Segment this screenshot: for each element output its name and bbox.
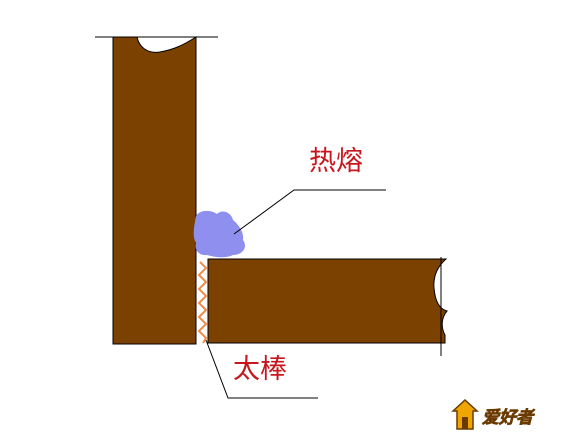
- rod-leader: [205, 339, 318, 399]
- hot-melt-glue: [193, 210, 245, 258]
- horizontal-board: [207, 258, 448, 344]
- vertical-board: [112, 36, 197, 345]
- hot-melt-leader: [233, 189, 386, 235]
- hot-melt-label: 热熔: [309, 146, 363, 177]
- rod-label: 太棒: [233, 354, 287, 385]
- watermark-logo: 爱好者: [451, 398, 536, 430]
- svg-text:爱好者: 爱好者: [482, 408, 536, 428]
- rod-zigzag: [197, 261, 208, 344]
